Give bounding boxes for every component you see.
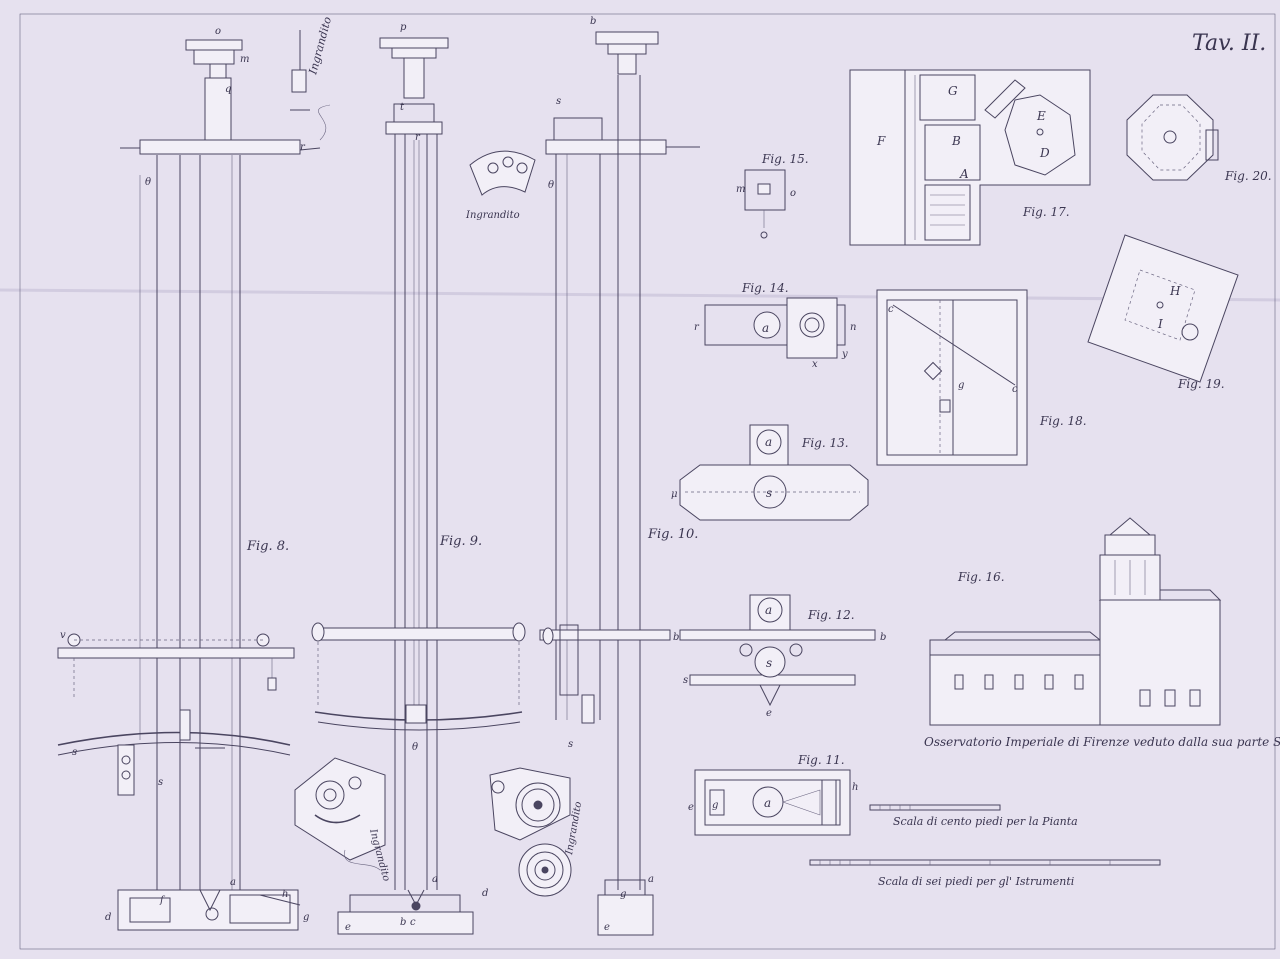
fig-9-instrument <box>311 37 526 935</box>
ref-letter-b2: b <box>590 16 596 27</box>
ingrandito-arc-label: Ingrandito <box>465 210 520 221</box>
ref-letter-s5: s <box>766 486 772 500</box>
fig-14-label: Fig. 14. <box>741 281 789 295</box>
ref-letter-theta2: θ <box>412 742 418 753</box>
fig-11-plan <box>694 769 851 836</box>
plate-border <box>19 13 1276 950</box>
ingrandito-detail-left <box>294 757 386 871</box>
room-label-i: I <box>1157 317 1163 331</box>
ref-letter-r: r <box>300 142 306 153</box>
fig-17-label: Fig. 17. <box>1022 205 1070 219</box>
ref-letter-v: v <box>60 630 66 641</box>
fig-18-label: Fig. 18. <box>1039 414 1087 428</box>
ref-letter-o: o <box>215 26 221 37</box>
ref-letter-f: f <box>159 895 166 906</box>
ref-letter-q: q <box>225 84 231 95</box>
ingrandito-detail-gear <box>489 767 572 897</box>
fig-16-observatory-view <box>929 517 1222 726</box>
fig-10-instrument <box>539 31 700 936</box>
room-label-b: B <box>951 134 961 148</box>
room-label-f: F <box>876 134 886 148</box>
room-label-e: E <box>1036 109 1046 123</box>
ref-letter-e: e <box>345 922 351 933</box>
fig-19-rotated-plan <box>1087 234 1239 383</box>
ref-letter-a5: a <box>765 435 772 449</box>
fig-11-label: Fig. 11. <box>797 753 845 767</box>
fig-20-octagon-plan <box>1126 94 1219 181</box>
ref-letter-g: g <box>303 912 309 923</box>
ref-letter-s2: s <box>72 747 77 758</box>
ref-letter-r3: r <box>694 322 700 333</box>
scale-plan-label: Scala di cento piedi per la Pianta <box>893 815 1078 828</box>
ref-letter-e2: e <box>604 922 610 933</box>
ingrandito-detail-arc <box>469 150 536 196</box>
ref-letter-theta3: θ <box>548 180 554 191</box>
fig-13-label: Fig. 13. <box>801 436 849 450</box>
fig-18-section <box>876 289 1028 466</box>
ref-letter-o2: o <box>790 188 796 199</box>
ref-letter-c: c <box>410 917 416 928</box>
fig-12-plan <box>679 594 876 707</box>
scale-bar-plan <box>869 804 1001 811</box>
scale-bar-instruments <box>809 859 1161 866</box>
ref-letter-b: b <box>400 917 406 928</box>
ref-letter-x: x <box>812 359 818 370</box>
room-label-h: H <box>1169 284 1181 298</box>
ref-letter-s: s <box>158 777 163 788</box>
ref-letter-p: p <box>400 22 407 33</box>
ref-letter-r2: r <box>415 132 421 143</box>
ref-letter-c2: c <box>888 304 894 315</box>
ref-letter-b4: b <box>880 632 886 643</box>
fig-8-instrument <box>57 30 331 931</box>
scale-instruments-label: Scala di sei piedi per gl' Istrumenti <box>878 875 1074 888</box>
fig-9-label: Fig. 9. <box>439 534 482 549</box>
room-label-a: A <box>959 167 969 181</box>
ref-letter-g2: g <box>620 889 626 900</box>
ref-letter-m2: m <box>736 184 745 195</box>
ref-letter-a4: a <box>762 321 769 335</box>
ref-letter-a7: a <box>764 796 771 810</box>
fig-16-label: Fig. 16. <box>957 570 1005 584</box>
ref-letter-s3: s <box>556 96 561 107</box>
plate-title: Tav. II. <box>1192 31 1266 56</box>
ref-letter-h: h <box>282 889 288 900</box>
ref-letter-a: a <box>230 877 236 888</box>
ref-letter-b3: b <box>673 632 679 643</box>
ref-letter-a3: a <box>648 874 654 885</box>
fig-17-floor-plan <box>849 69 1091 246</box>
ref-letter-n: n <box>850 322 856 333</box>
ref-letter-e4: e <box>688 802 694 813</box>
fig-15-plan <box>744 169 786 239</box>
ref-letter-s4: s <box>568 739 573 750</box>
fig-15-label: Fig. 15. <box>761 152 809 166</box>
ref-letter-m: m <box>240 54 249 65</box>
ref-letter-a2: a <box>432 874 438 885</box>
ref-letter-a6: a <box>765 603 772 617</box>
ref-letter-y: y <box>841 349 848 360</box>
fig-20-label: Fig. 20. <box>1224 169 1272 183</box>
observatory-caption: Osservatorio Imperiale di Firenze veduto… <box>924 735 1280 749</box>
ref-letter-h2: h <box>852 782 858 793</box>
ref-letter-d2: d <box>482 888 488 899</box>
ref-letter-s6: s <box>766 656 772 670</box>
ref-letter-t: t <box>400 102 405 113</box>
room-label-g: G <box>948 84 958 98</box>
ref-letter-theta: θ <box>145 177 151 188</box>
room-label-d: D <box>1039 146 1050 160</box>
fig-8-label: Fig. 8. <box>246 539 289 554</box>
ref-letter-s7: s <box>683 675 688 686</box>
fig-10-label: Fig. 10. <box>647 527 698 542</box>
fig-14-plan <box>704 297 846 359</box>
ref-letter-g4: g <box>958 380 964 391</box>
ref-letter-d: d <box>105 912 111 923</box>
ref-letter-mu: μ <box>671 489 678 500</box>
ref-letter-g3: g <box>712 800 718 811</box>
fig-12-label: Fig. 12. <box>807 608 855 622</box>
fig-13-plan <box>679 424 869 521</box>
ref-letter-c3: c <box>1012 384 1018 395</box>
ref-letter-e3: e <box>766 708 772 719</box>
fig-19-label: Fig. 19. <box>1177 377 1225 391</box>
